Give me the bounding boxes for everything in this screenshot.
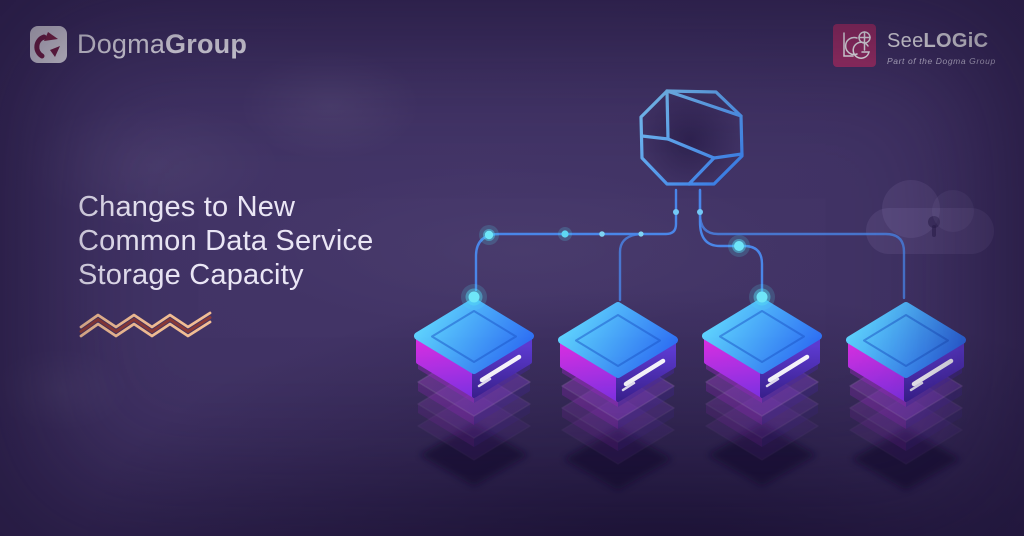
cloud-lock-icon bbox=[866, 180, 994, 254]
title-line-1: Changes to New bbox=[78, 191, 296, 223]
dogma-logo-text: DogmaGroup bbox=[77, 29, 248, 59]
title-line-2: Common Data Service bbox=[78, 225, 374, 257]
zigzag-divider-icon bbox=[79, 311, 212, 338]
seelogic-logo[interactable]: SeeLOGiC Part of the Dogma Group bbox=[833, 24, 996, 67]
seelogic-tagline: Part of the Dogma Group bbox=[887, 56, 996, 66]
dogma-logo-icon bbox=[30, 26, 67, 63]
keyhole-icon bbox=[928, 216, 940, 237]
dogma-group-logo[interactable]: DogmaGroup bbox=[30, 26, 247, 63]
title-line-3: Storage Capacity bbox=[78, 259, 304, 291]
seelogic-logo-text: SeeLOGiC Part of the Dogma Group bbox=[887, 30, 996, 66]
page-title: Changes to New Common Data Service Stora… bbox=[78, 190, 374, 292]
seelogic-logo-icon bbox=[833, 24, 876, 67]
